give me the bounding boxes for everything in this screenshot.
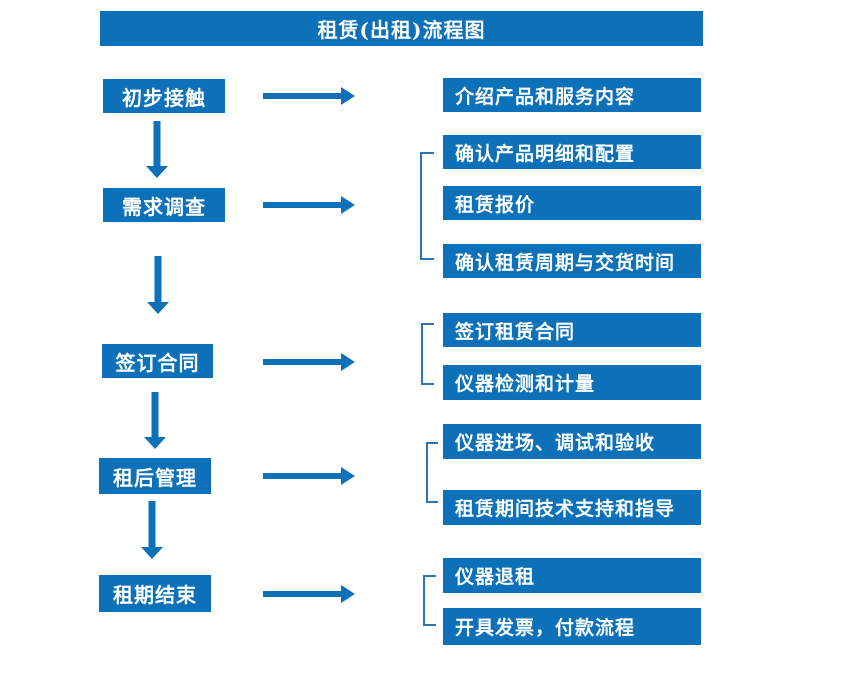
detail-box-instrument-setup-acceptance: 仪器进场、调试和验收 bbox=[443, 424, 701, 459]
title-bar: 租赁(出租)流程图 bbox=[100, 11, 703, 46]
arrow-head bbox=[341, 196, 355, 214]
arrow-head bbox=[341, 467, 355, 485]
arrow-head bbox=[341, 87, 355, 105]
arrow-shaft bbox=[263, 591, 342, 597]
down-arrow-icon bbox=[146, 121, 168, 178]
right-arrow-icon bbox=[263, 196, 355, 214]
group-bracket-sign-contract bbox=[421, 323, 434, 385]
arrow-head bbox=[141, 547, 163, 559]
step-box-lease-end: 租期结束 bbox=[99, 575, 211, 612]
arrow-shaft bbox=[263, 202, 342, 208]
down-arrow-icon bbox=[147, 256, 169, 314]
arrow-head bbox=[341, 585, 355, 603]
page-title: 租赁(出租)流程图 bbox=[317, 18, 486, 42]
arrow-head bbox=[147, 302, 169, 314]
arrow-head bbox=[144, 437, 166, 449]
right-arrow-icon bbox=[263, 353, 355, 371]
detail-box-instrument-return: 仪器退租 bbox=[443, 558, 701, 593]
arrow-shaft bbox=[263, 473, 342, 479]
right-arrow-icon bbox=[263, 87, 355, 105]
right-arrow-icon bbox=[263, 585, 355, 603]
detail-box-invoice-payment: 开具发票，付款流程 bbox=[443, 608, 701, 645]
step-box-sign-contract: 签订合同 bbox=[102, 344, 213, 378]
arrow-shaft bbox=[151, 392, 159, 438]
detail-box-technical-support: 租赁期间技术支持和指导 bbox=[443, 490, 701, 525]
detail-box-confirm-product-details: 确认产品明细和配置 bbox=[443, 135, 701, 169]
arrow-shaft bbox=[154, 256, 162, 303]
group-bracket-lease-end bbox=[423, 575, 436, 626]
detail-box-sign-lease-contract: 签订租赁合同 bbox=[443, 313, 701, 347]
step-box-demand-survey: 需求调查 bbox=[103, 188, 225, 222]
arrow-shaft bbox=[148, 501, 156, 548]
arrow-shaft bbox=[263, 359, 342, 365]
step-box-initial-contact: 初步接触 bbox=[103, 79, 225, 113]
arrow-head bbox=[146, 166, 168, 178]
down-arrow-icon bbox=[144, 392, 166, 449]
arrow-shaft bbox=[153, 121, 161, 167]
detail-box-instrument-testing: 仪器检测和计量 bbox=[443, 365, 701, 400]
arrow-head bbox=[341, 353, 355, 371]
detail-box-introduce-products: 介绍产品和服务内容 bbox=[443, 78, 701, 112]
step-box-post-rental-management: 租后管理 bbox=[99, 458, 211, 494]
detail-box-confirm-period-delivery: 确认租赁周期与交货时间 bbox=[443, 244, 701, 278]
down-arrow-icon bbox=[141, 501, 163, 559]
right-arrow-icon bbox=[263, 467, 355, 485]
detail-box-rental-quote: 租赁报价 bbox=[443, 186, 701, 220]
group-bracket-demand-survey bbox=[420, 152, 434, 260]
group-bracket-post-rental bbox=[426, 442, 438, 503]
arrow-shaft bbox=[263, 93, 342, 99]
